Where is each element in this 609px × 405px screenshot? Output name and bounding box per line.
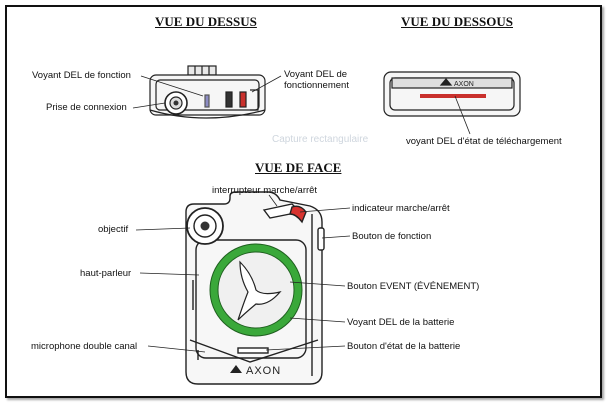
label-operation-led: Voyant DEL de fonctionnement — [284, 69, 349, 91]
label-event-button: Bouton EVENT (ÉVÉNEMENT) — [347, 281, 480, 292]
heading-front-view: VUE DE FACE — [255, 160, 342, 175]
svg-text:AXON: AXON — [246, 365, 281, 377]
label-power-indicator: indicateur marche/arrêt — [352, 203, 450, 214]
label-connector: Prise de connexion — [46, 102, 127, 113]
watermark-text: Capture rectangulaire — [272, 134, 369, 145]
bottom-view-leader — [454, 95, 471, 135]
front-axon-logo: AXON — [230, 365, 281, 377]
front-view-leaders — [135, 194, 351, 353]
label-power-switch: interrupteur marche/arrêt — [212, 185, 318, 196]
label-dual-mic: microphone double canal — [31, 341, 138, 352]
label-speaker: haut-parleur — [80, 268, 132, 279]
label-lens: objectif — [98, 224, 129, 235]
label-download-led: voyant DEL d'état de téléchargement — [406, 136, 562, 147]
label-battery-led: Voyant DEL de la batterie — [347, 317, 455, 328]
event-button[interactable] — [209, 243, 303, 337]
label-battery-status-button: Bouton d'état de la batterie — [347, 341, 461, 352]
bottom-view-device: AXON — [383, 71, 521, 117]
heading-top-view: VUE DU DESSUS — [155, 14, 257, 29]
event-swirl-icon — [237, 260, 282, 321]
top-view-device — [149, 65, 266, 119]
bottom-view-logo: AXON — [454, 81, 474, 88]
diagram-frame — [5, 5, 602, 398]
label-function-led: Voyant DEL de fonction — [32, 70, 131, 81]
heading-bottom-view: VUE DU DESSOUS — [401, 14, 513, 29]
top-view-leaders — [132, 75, 282, 109]
label-function-button: Bouton de fonction — [352, 231, 432, 242]
